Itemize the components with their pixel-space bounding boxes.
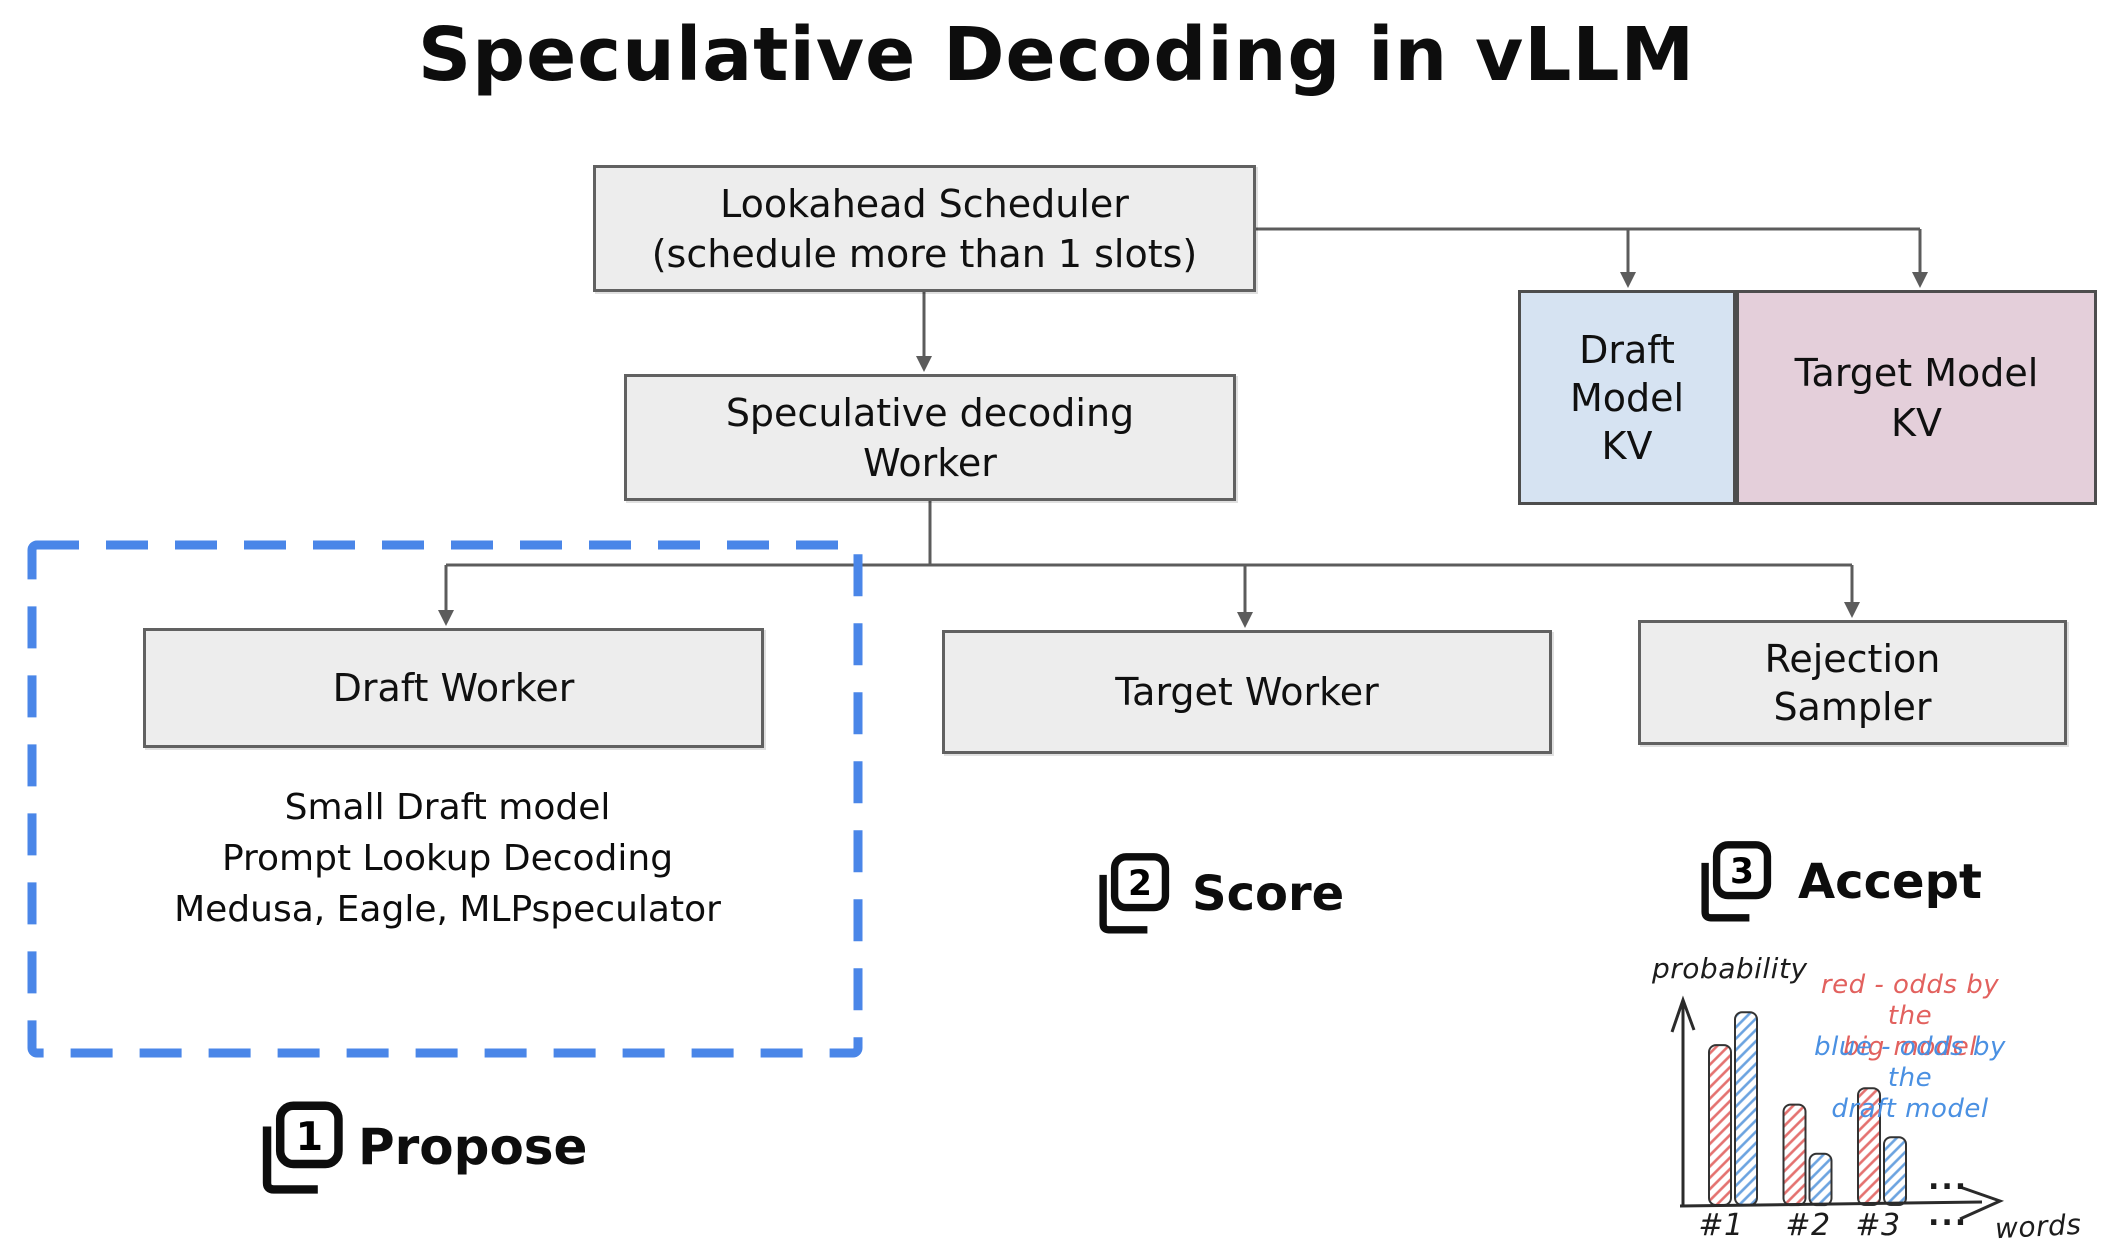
connector-lines [444,227,1922,616]
chart-ylabel: probability [1652,952,1808,985]
chart-bar [1708,1044,1732,1206]
step-2-pages-icon: 2 [1099,853,1170,934]
chart-bar [1883,1136,1907,1206]
x-axis [1679,1200,1983,1208]
draft-methods-list: Small Draft model Prompt Lookup Decoding… [174,787,721,930]
probability-bar-chart [1670,995,2005,1221]
step-3-label: Accept [1798,854,1982,910]
chart-tick-3: #3 [1855,1208,1901,1243]
arrowheads [438,272,1928,628]
propose-dashed-region [27,540,863,1058]
chart-bars [1708,1011,1907,1207]
step-1-label: Propose [358,1118,588,1176]
chart-ellipsis-upper: ... [1928,1162,1969,1197]
step-2-number: 2 [1128,864,1152,904]
chart-tick-1: #1 [1698,1208,1744,1243]
step-1-number: 1 [296,1114,323,1160]
node-speculative-decoding-worker: Speculative decoding Worker [624,374,1236,501]
chart-xlabel: words [1994,1207,2083,1246]
page-title: Speculative Decoding in vLLM [417,12,1696,98]
node-target-model-kv: Target Model KV [1736,290,2097,505]
y-axis-arrowhead [1670,995,1696,1033]
step-1-pages-icon: 1 [262,1101,343,1194]
node-draft-model-kv: Draft Model KV [1518,290,1736,505]
chart-ellipsis-lower: ... [1928,1198,1969,1233]
chart-bar [1857,1087,1881,1206]
chart-bar [1808,1152,1833,1207]
chart-legend-red: red - odds by the big model [1820,970,2000,1062]
chart-bar [1734,1011,1758,1206]
chart-legend-blue: blue - odds by the draft model [1814,1032,2006,1124]
step-3-pages-icon: 3 [1701,841,1772,922]
x-axis-arrowhead [1959,1185,2005,1221]
node-draft-worker: Draft Worker [143,628,764,748]
chart-tick-2: #2 [1785,1208,1831,1243]
chart-axes [1670,995,2005,1221]
node-lookahead-scheduler: Lookahead Scheduler (schedule more than … [593,165,1256,292]
node-target-worker: Target Worker [942,630,1552,754]
step-3-number: 3 [1730,852,1754,892]
node-rejection-sampler: Rejection Sampler [1638,620,2067,745]
step-2-label: Score [1192,866,1345,922]
